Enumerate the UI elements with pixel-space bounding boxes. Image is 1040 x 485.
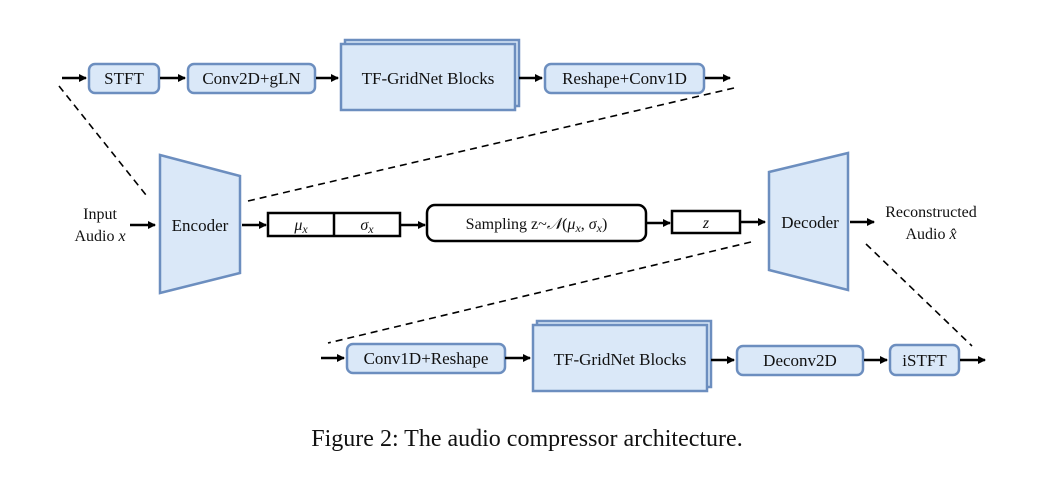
block-tfgridnet-decoder: TF-GridNet Blocks — [531, 319, 713, 393]
sampling-label: Sampling z~𝒩(μx, σx) — [466, 216, 608, 235]
block-tfgridnet-encoder: TF-GridNet Blocks — [339, 38, 521, 112]
reconstructed-audio-label: Reconstructed Audio x̂ — [885, 204, 977, 243]
latent-params-block: μx σx — [266, 211, 402, 238]
main-flow: Input Audio x Encoder μx σx Sampling z~𝒩… — [74, 151, 977, 295]
block-deconv2d-label: Deconv2D — [763, 351, 837, 370]
decoder-zoom-line-right — [865, 243, 973, 347]
svg-text:Input: Input — [83, 206, 117, 223]
svg-text:Audio x̂: Audio x̂ — [905, 226, 956, 243]
block-conv1d-reshape-label: Conv1D+Reshape — [364, 349, 489, 368]
mu-label: μx — [293, 217, 308, 236]
z-label: z — [702, 215, 710, 232]
z-block: z — [670, 209, 742, 235]
figure-caption: Figure 2: The audio compressor architect… — [311, 426, 742, 452]
encoder-zoom-line-left — [58, 85, 147, 196]
input-audio-label: Input Audio x — [74, 206, 125, 245]
block-stft: STFT — [87, 62, 161, 95]
block-istft: iSTFT — [888, 343, 961, 377]
svg-text:Audio x: Audio x — [74, 228, 125, 245]
encoder-pipeline: STFT Conv2D+gLN TF-GridNet Blocks Reshap… — [62, 38, 731, 112]
block-istft-label: iSTFT — [902, 351, 947, 370]
sampling-block: Sampling z~𝒩(μx, σx) — [425, 203, 648, 243]
decoder-label: Decoder — [781, 213, 839, 232]
sigma-label: σx — [360, 217, 374, 236]
decoder-pipeline: Conv1D+Reshape TF-GridNet Blocks Deconv2… — [321, 319, 986, 393]
block-conv1d-reshape: Conv1D+Reshape — [345, 342, 507, 375]
decoder-block: Decoder — [767, 151, 850, 292]
decoder-zoom-line-left — [327, 241, 752, 344]
block-reshape-conv1d: Reshape+Conv1D — [543, 62, 706, 95]
block-tfgridnet-decoder-label: TF-GridNet Blocks — [554, 350, 687, 369]
block-stft-label: STFT — [104, 69, 144, 88]
block-conv2d-gln: Conv2D+gLN — [186, 62, 317, 95]
encoder-block: Encoder — [158, 153, 242, 295]
encoder-label: Encoder — [172, 216, 229, 235]
svg-text:Reconstructed: Reconstructed — [885, 204, 977, 221]
block-deconv2d: Deconv2D — [735, 344, 865, 377]
block-reshape-conv1d-label: Reshape+Conv1D — [562, 69, 687, 88]
block-tfgridnet-encoder-label: TF-GridNet Blocks — [362, 69, 495, 88]
block-conv2d-gln-label: Conv2D+gLN — [202, 69, 300, 88]
